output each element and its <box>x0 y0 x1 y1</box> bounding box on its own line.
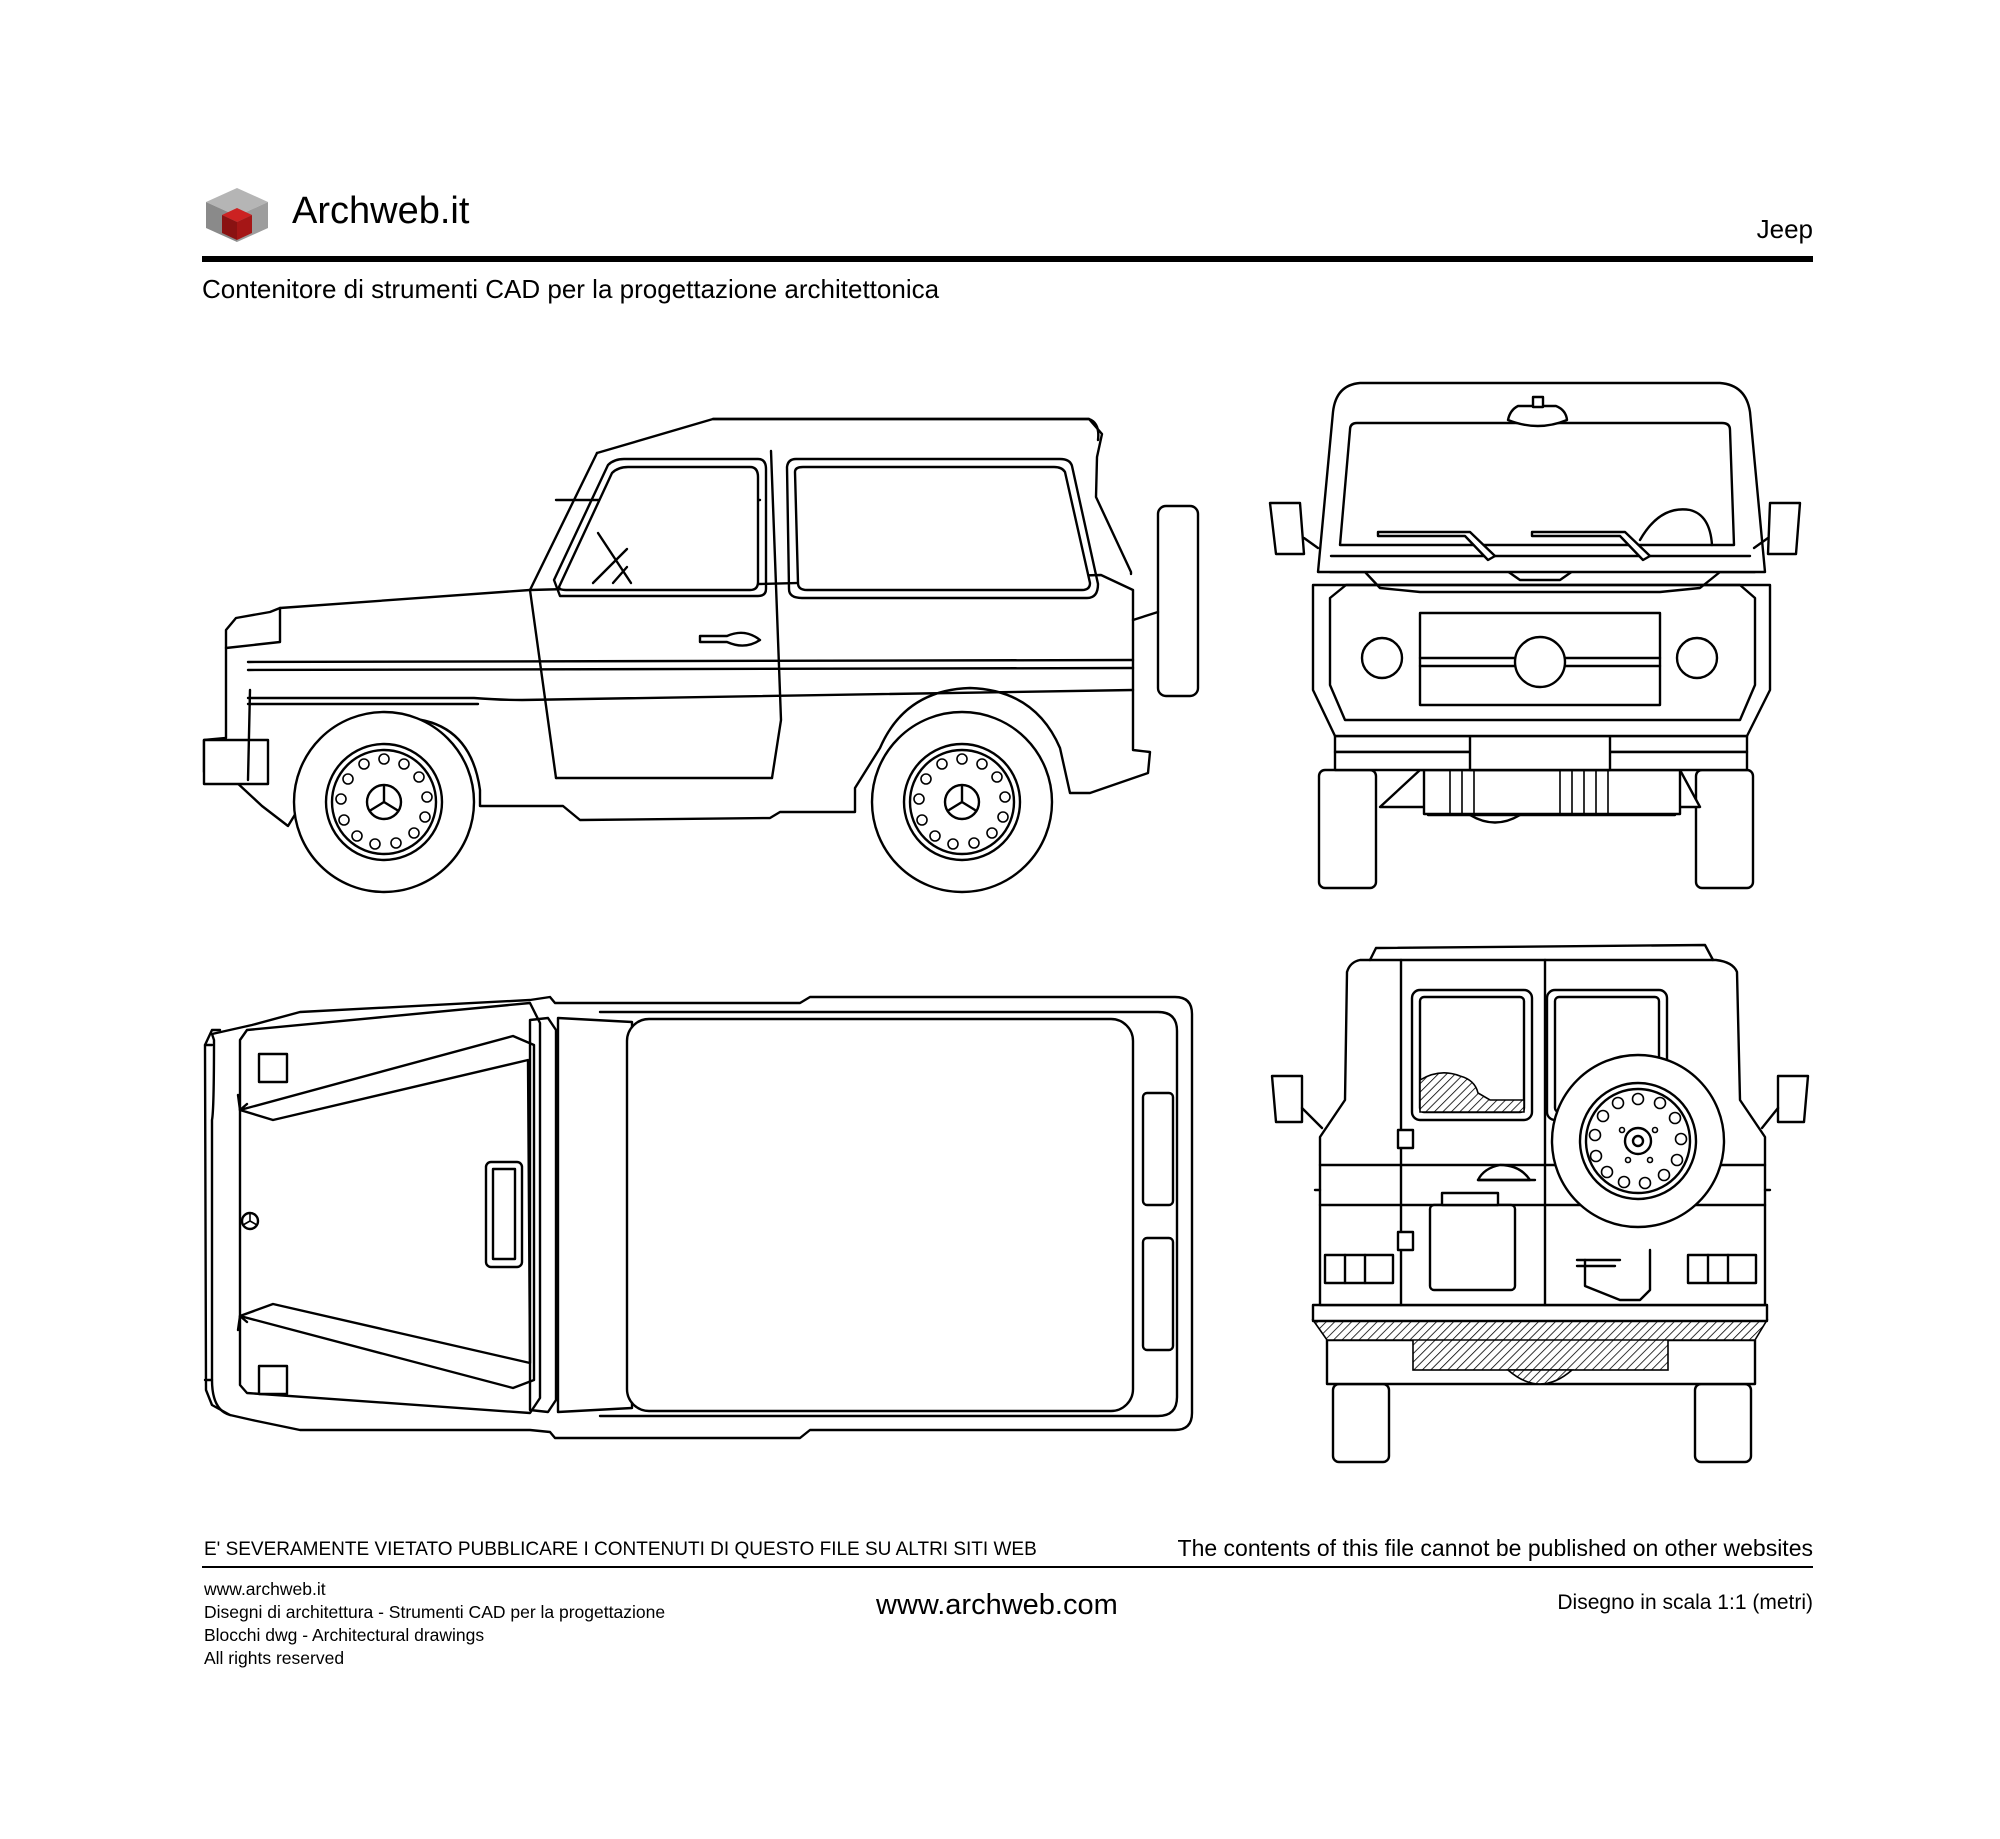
footer-line-description: Disegni di architettura - Strumenti CAD … <box>204 1602 666 1622</box>
front-view <box>1268 381 1802 890</box>
warning-english: The contents of this file cannot be publ… <box>1177 1535 1813 1561</box>
side-view <box>202 417 1200 894</box>
top-view <box>203 995 1194 1440</box>
archweb-logo-icon <box>204 186 270 244</box>
footer-url: www.archweb.com <box>876 1589 1118 1621</box>
footer-info: www.archweb.it Disegni di architettura -… <box>204 1578 665 1670</box>
side-spare-wheel <box>1156 504 1200 698</box>
header-rule <box>202 256 1813 262</box>
footer-rule <box>202 1566 1813 1568</box>
footer-line-blocks: Blocchi dwg - Architectural drawings <box>204 1625 485 1645</box>
subtitle: Contenitore di strumenti CAD per la prog… <box>202 274 940 304</box>
footer-line-rights: All rights reserved <box>204 1648 345 1668</box>
rear-view <box>1270 943 1810 1464</box>
warning-italian: E' SEVERAMENTE VIETATO PUBBLICARE I CONT… <box>204 1539 1037 1560</box>
brand-name: Archweb.it <box>292 190 470 232</box>
drawing-title: Jeep <box>1756 214 1813 244</box>
footer-line-site: www.archweb.it <box>204 1579 326 1599</box>
drawing-scale: Disegno in scala 1:1 (metri) <box>1557 1591 1813 1614</box>
